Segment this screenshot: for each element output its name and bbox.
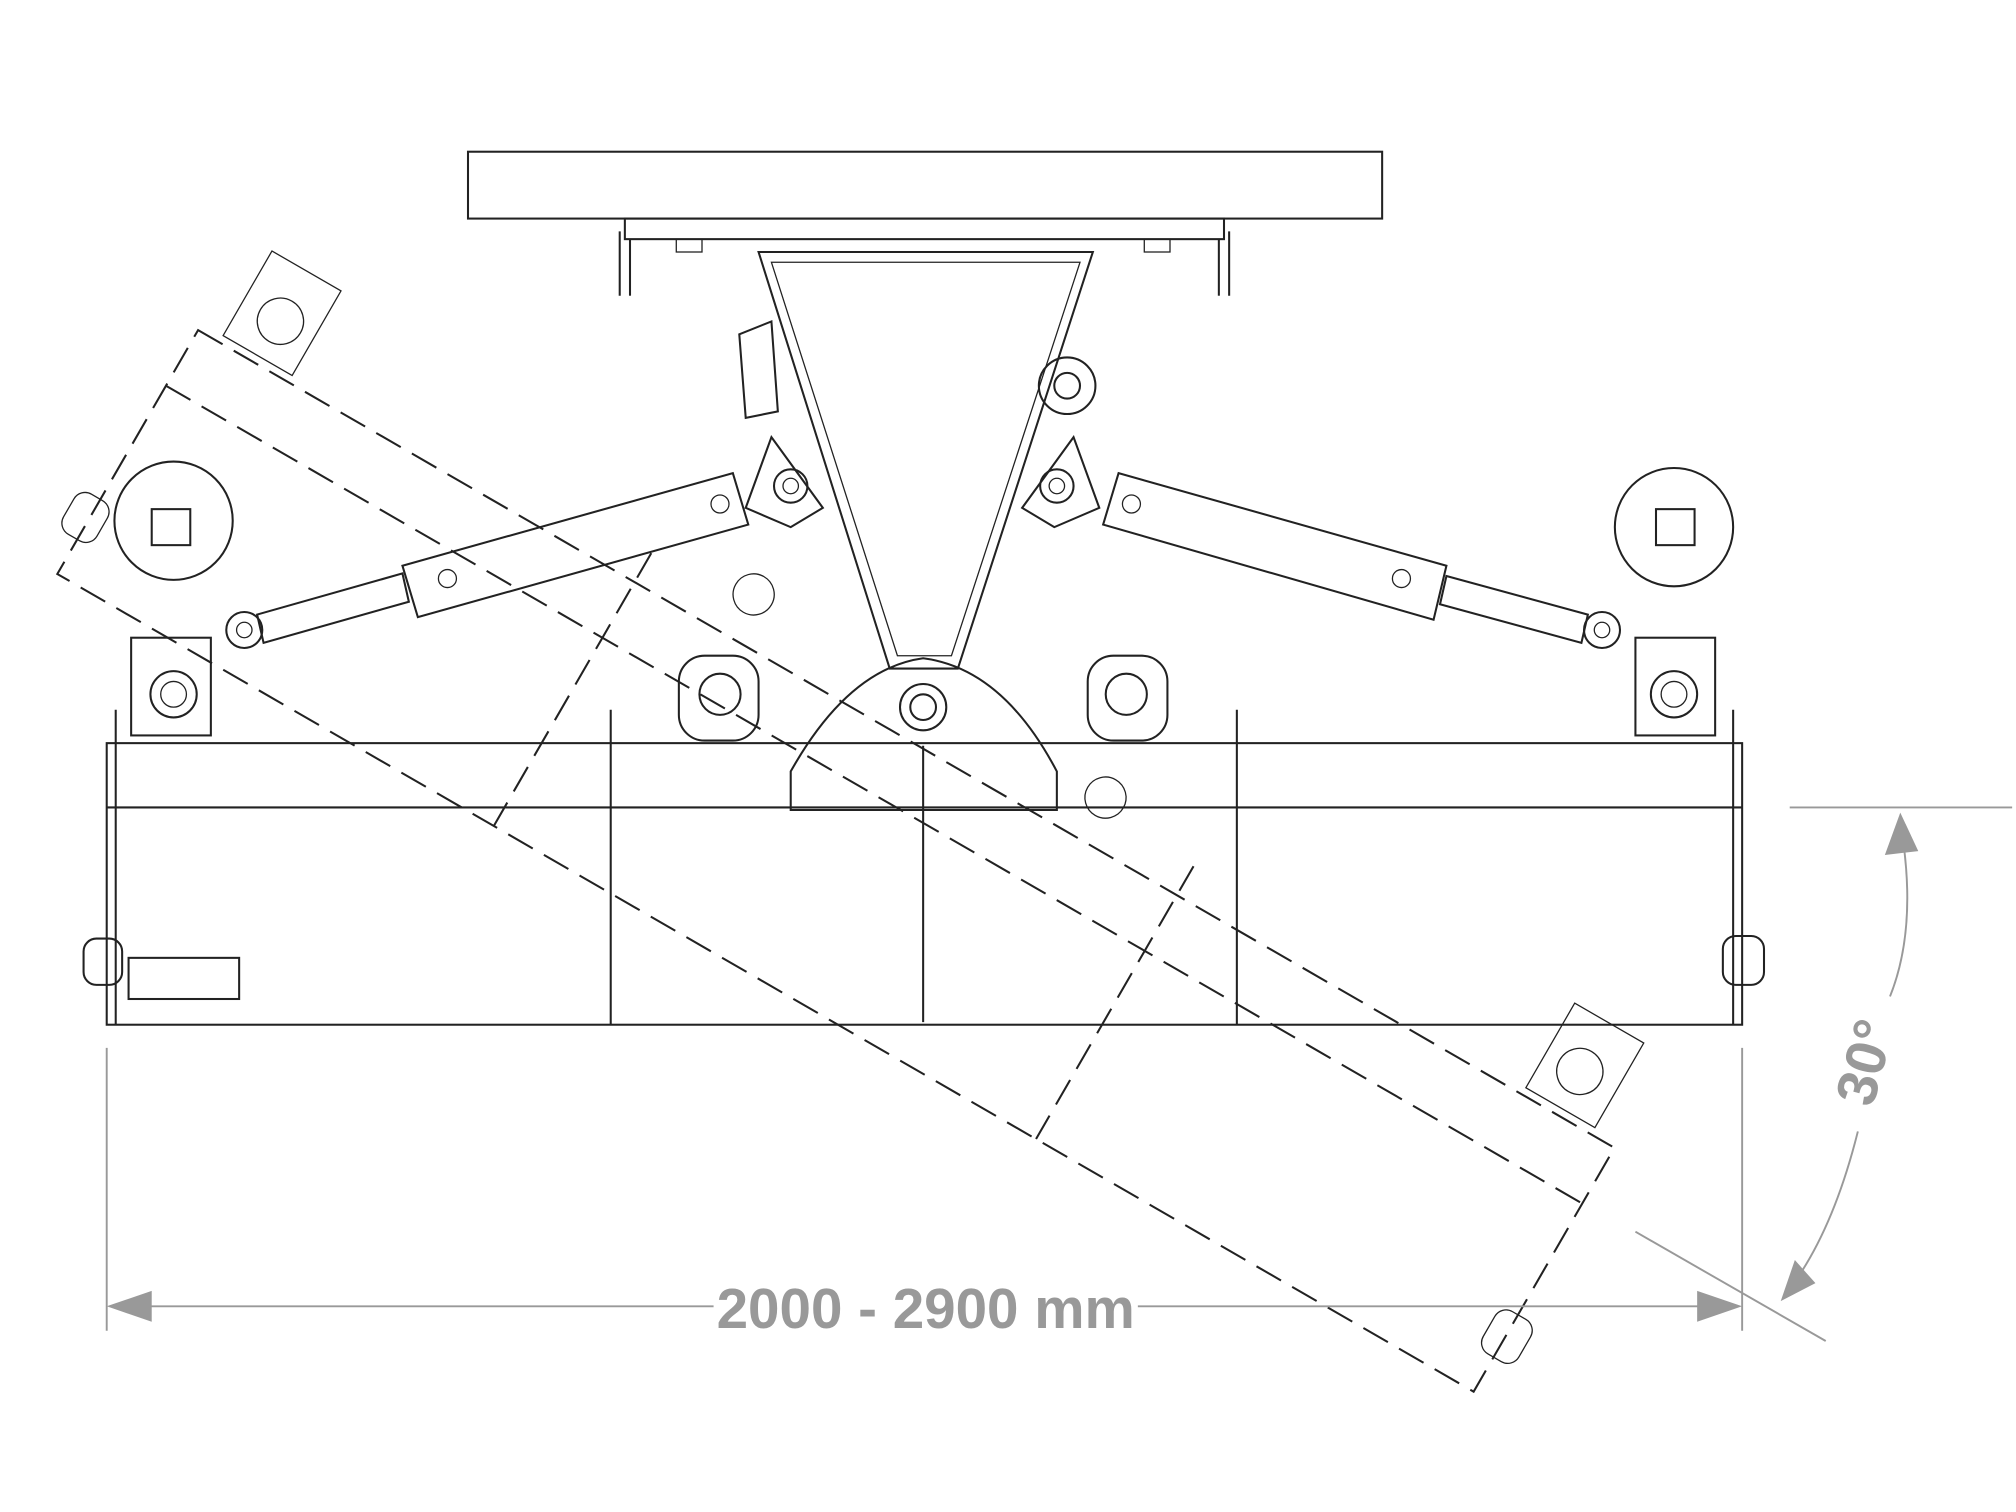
right-hydraulic-cylinder <box>1101 471 1622 650</box>
angle-dimension: 30° <box>1634 806 2013 1342</box>
mounting-plate <box>466 150 1384 296</box>
angle-dimension-label: 30° <box>1823 1013 1906 1112</box>
central-frame <box>738 250 1101 1023</box>
left-hydraulic-cylinder <box>225 471 750 650</box>
main-beam <box>82 460 1766 1026</box>
width-dimension-label: 2000 - 2900 mm <box>717 1277 1135 1340</box>
width-dimension: 2000 - 2900 mm <box>105 1047 1744 1340</box>
tilted-beam-outline <box>55 250 1645 1394</box>
